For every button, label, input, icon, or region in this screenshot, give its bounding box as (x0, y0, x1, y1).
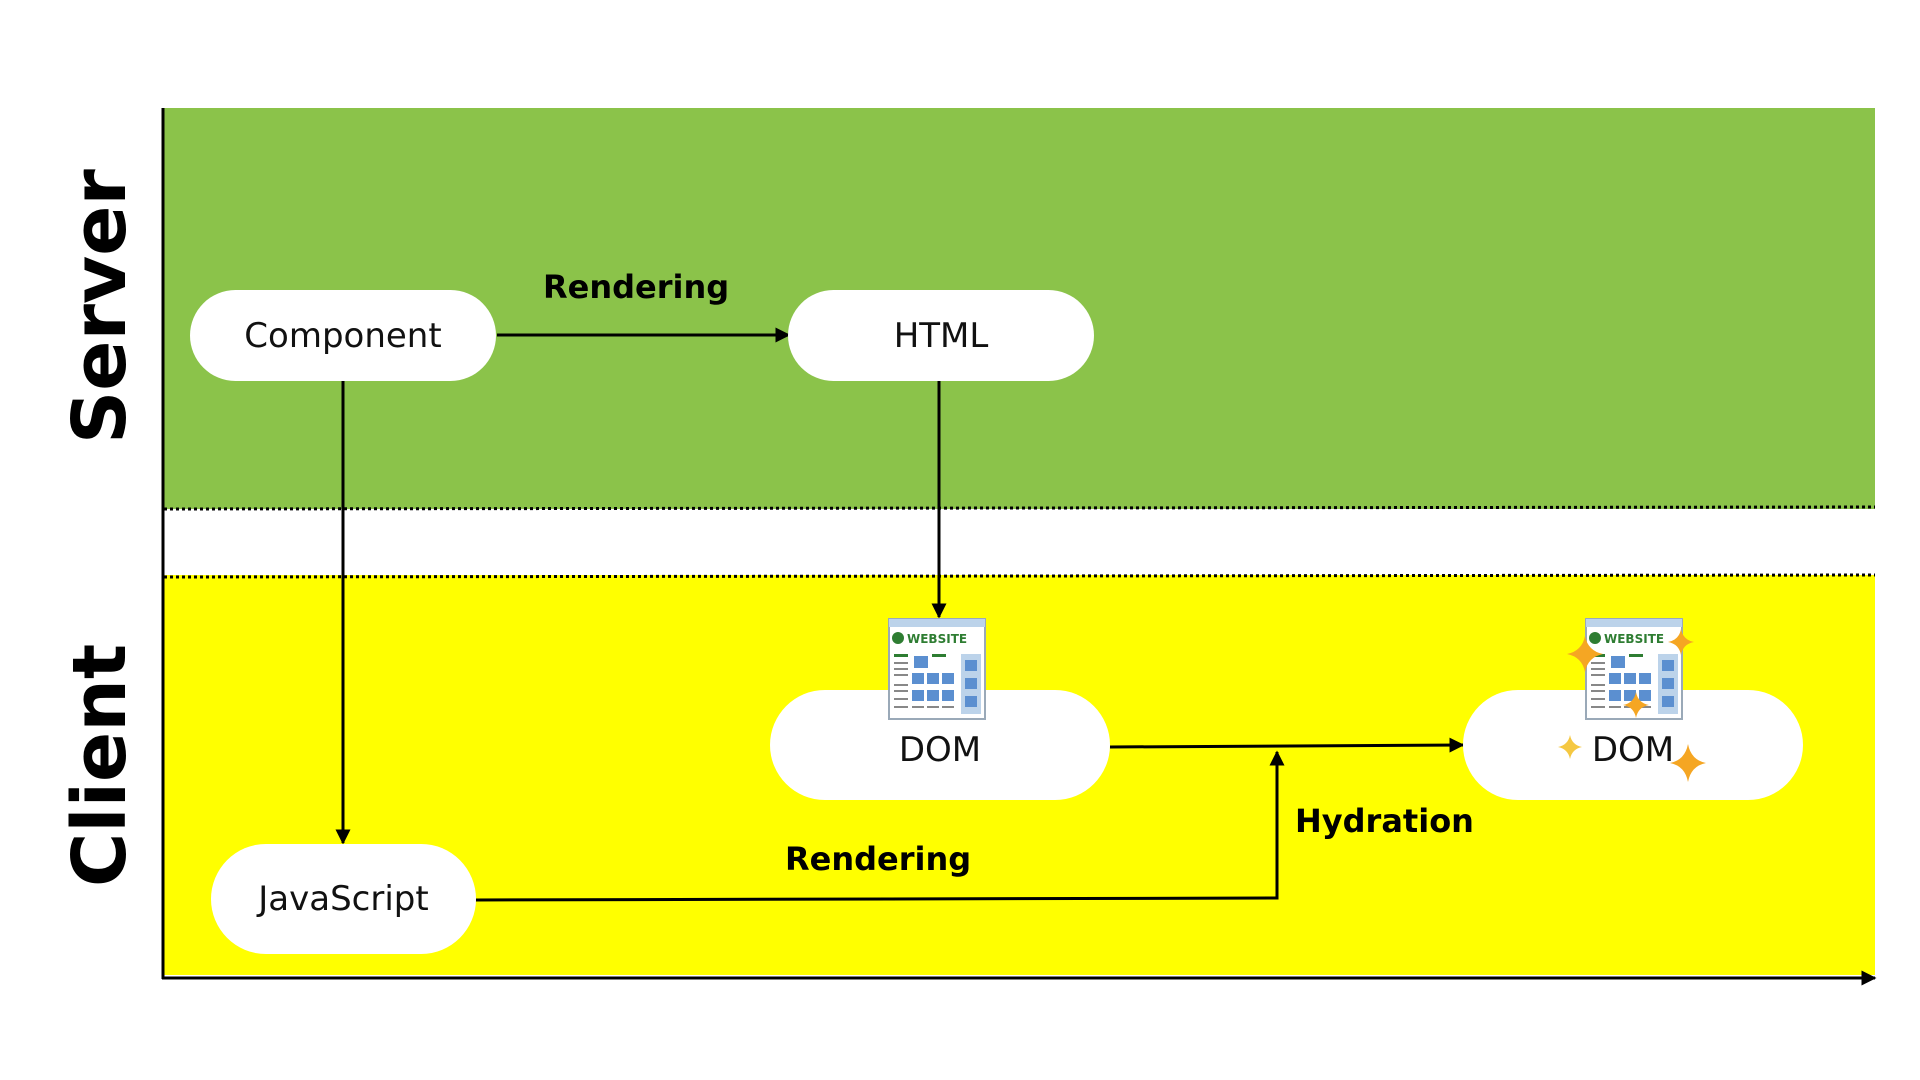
server-rendering-label: Rendering (543, 268, 730, 306)
edge-javascript-hydration (475, 750, 1285, 902)
edge-dom-to-dom (1109, 737, 1465, 753)
sparkle-icon (1670, 744, 1706, 782)
javascript-node: JavaScript (211, 844, 476, 954)
svg-text:WEBSITE: WEBSITE (1604, 632, 1664, 646)
website-icon: WEBSITE (888, 618, 986, 720)
hydration-label: Hydration (1295, 802, 1474, 840)
svg-text:WEBSITE: WEBSITE (907, 632, 967, 646)
html-node: HTML (788, 290, 1094, 381)
sparkle-icon (1668, 629, 1694, 655)
sparkle-icon (1558, 735, 1582, 759)
sparkle-icon (1567, 636, 1603, 672)
sparkle-icon (1623, 692, 1649, 718)
client-rendering-label: Rendering (785, 840, 972, 878)
component-node: Component (190, 290, 496, 381)
